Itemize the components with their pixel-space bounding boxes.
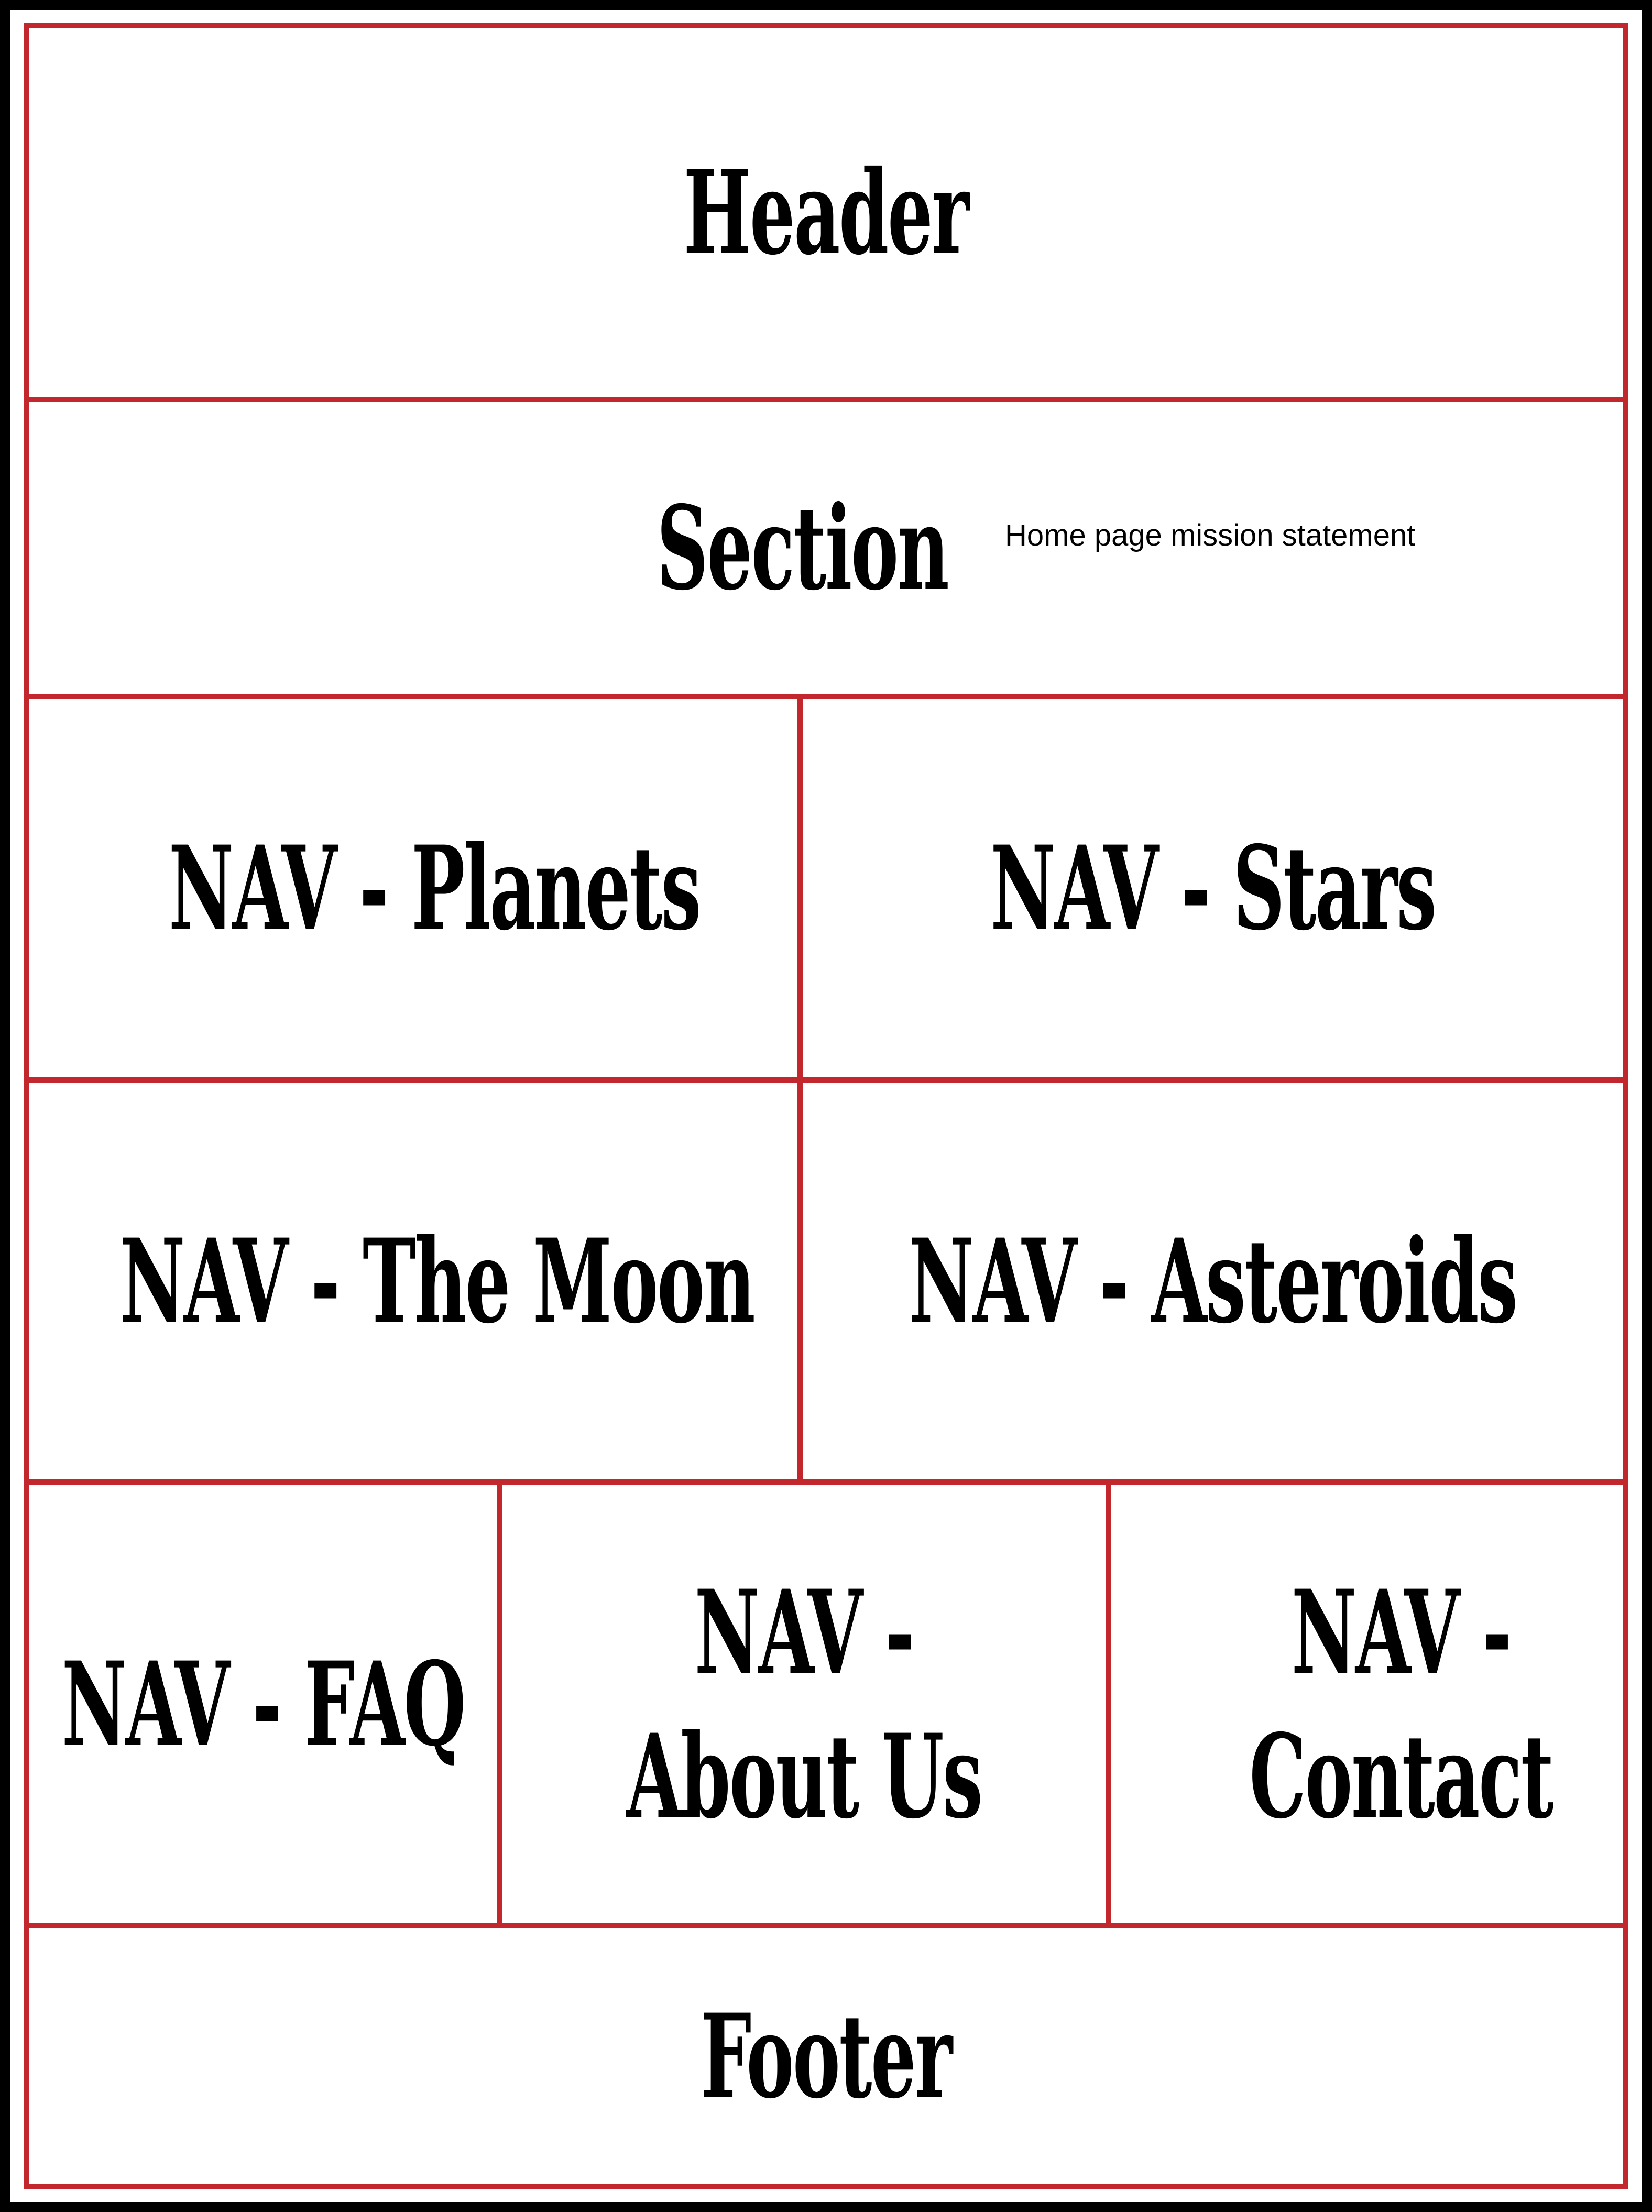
divider-nav-col-a-row3 bbox=[497, 1479, 502, 1928]
section-note: Home page mission statement bbox=[1005, 518, 1416, 552]
nav-about-us-box[interactable]: NAV - About Us bbox=[502, 1485, 1106, 1923]
outer-border-right bbox=[1623, 23, 1628, 2189]
nav-contact-label: NAV - Contact bbox=[1249, 1560, 1554, 1848]
divider-nav-row2-row3 bbox=[24, 1479, 1628, 1485]
nav-faq-label: NAV - FAQ bbox=[61, 1636, 466, 1772]
nav-contact-line2: Contact bbox=[1249, 1708, 1554, 1844]
nav-planets-box[interactable]: NAV - Planets bbox=[29, 699, 797, 1077]
nav-the-moon-label: NAV - The Moon bbox=[119, 1213, 756, 1349]
section-box: Section bbox=[29, 402, 1623, 694]
divider-section-nav bbox=[24, 694, 1628, 699]
nav-stars-box[interactable]: NAV - Stars bbox=[803, 699, 1623, 1077]
outer-border-left bbox=[24, 23, 29, 2189]
nav-about-us-line1: NAV - bbox=[694, 1564, 915, 1700]
nav-about-us-line2: About Us bbox=[626, 1708, 983, 1844]
footer-box: Footer bbox=[29, 1928, 1623, 2184]
header-label: Header bbox=[683, 144, 970, 280]
nav-about-us-label: NAV - About Us bbox=[626, 1560, 983, 1848]
divider-nav-col-rows12 bbox=[797, 694, 803, 1485]
divider-nav-row1-row2 bbox=[24, 1077, 1628, 1083]
header-box: Header bbox=[29, 28, 1623, 397]
divider-header-section bbox=[24, 397, 1628, 402]
divider-nav-col-b-row3 bbox=[1106, 1479, 1111, 1928]
nav-the-moon-box[interactable]: NAV - The Moon bbox=[29, 1083, 797, 1479]
nav-contact-line1: NAV - bbox=[1291, 1564, 1512, 1700]
footer-label: Footer bbox=[701, 1988, 953, 2124]
outer-border-top bbox=[24, 23, 1628, 28]
nav-asteroids-box[interactable]: NAV - Asteroids bbox=[803, 1083, 1623, 1479]
section-label: Section bbox=[657, 480, 949, 616]
nav-stars-label: NAV - Stars bbox=[990, 820, 1437, 956]
nav-faq-box[interactable]: NAV - FAQ bbox=[29, 1485, 497, 1923]
outer-border-bottom bbox=[24, 2184, 1628, 2189]
nav-contact-box[interactable]: NAV - Contact bbox=[1111, 1485, 1623, 1923]
nav-asteroids-label: NAV - Asteroids bbox=[909, 1213, 1518, 1349]
divider-nav-footer bbox=[24, 1923, 1628, 1928]
nav-planets-label: NAV - Planets bbox=[168, 820, 702, 956]
